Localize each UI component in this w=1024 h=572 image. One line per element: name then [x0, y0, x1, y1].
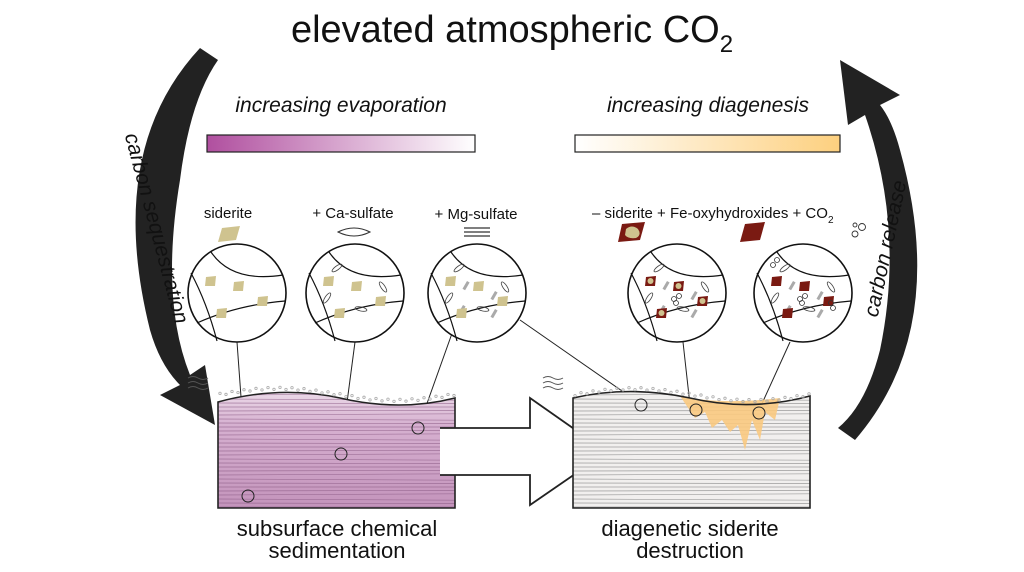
micro-view-circle-2 — [305, 243, 405, 343]
oxidation-front — [680, 396, 780, 450]
siderite-glyph — [218, 226, 240, 242]
mg-sulfate-glyph — [464, 227, 490, 237]
carbon-sequestration-arrow — [135, 48, 218, 425]
micro-view-circle-1 — [187, 243, 287, 343]
caption-left-line2: sedimentation — [269, 538, 406, 563]
siderite-label: siderite — [204, 205, 252, 222]
evaporation-label: increasing evaporation — [235, 94, 446, 117]
siderite-destruction-block — [542, 376, 811, 509]
title: elevated atmospheric CO2 — [291, 9, 733, 58]
caption-left-line1: subsurface chemical — [237, 516, 438, 541]
fe-oxy-with-siderite-glyph — [618, 222, 645, 242]
micro-view-circle-4 — [627, 243, 727, 343]
micro-view-circle-5 — [753, 243, 853, 343]
sedimentation-block — [187, 376, 456, 509]
evaporation-gradient-bar — [206, 134, 476, 153]
caption-right-line1: diagenetic siderite — [601, 516, 778, 541]
mg-sulfate-label: + Mg-sulfate — [435, 206, 518, 223]
diagenesis-gradient-bar — [574, 134, 841, 153]
micro-view-circle-3 — [427, 243, 527, 343]
ca-sulfate-glyph — [336, 227, 372, 237]
caption-right-line2: destruction — [636, 538, 744, 563]
co2-bubbles-glyph — [851, 222, 866, 238]
carbon-release-arrow — [838, 60, 918, 440]
diagenesis-label: increasing diagenesis — [607, 94, 809, 117]
fe-oxyhydroxide-glyph — [740, 222, 765, 242]
ca-sulfate-label: + Ca-sulfate — [312, 205, 393, 222]
destruction-label: – siderite + Fe-oxyhydroxides + CO2 — [592, 205, 834, 226]
